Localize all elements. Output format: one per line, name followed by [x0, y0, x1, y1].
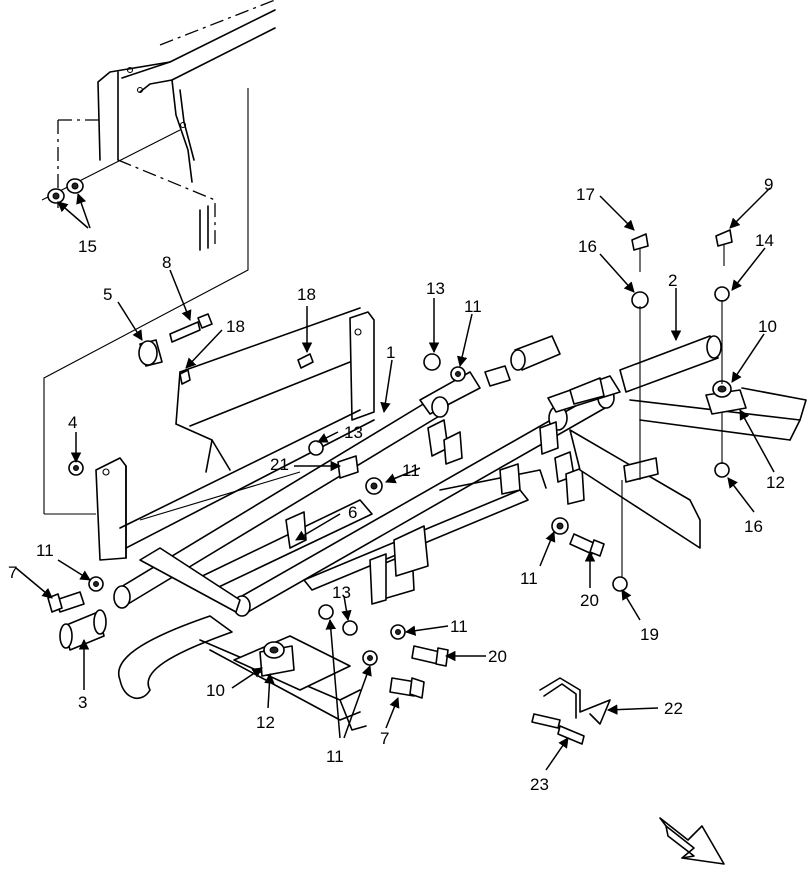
callout-13: 13	[426, 279, 445, 298]
callout-16: 16	[578, 237, 597, 256]
arm-plates	[193, 419, 585, 605]
callout-20: 20	[580, 591, 599, 610]
callout-14: 14	[755, 231, 774, 250]
right-tube-2	[547, 335, 722, 413]
callout-21: 21	[270, 455, 289, 474]
pivot-block-10b	[259, 641, 295, 677]
callout-19: 19	[640, 625, 659, 644]
callout-13: 13	[344, 423, 363, 442]
upper-frame-bracket	[57, 0, 276, 251]
loose-fasteners	[47, 353, 605, 699]
callout-2: 2	[668, 271, 677, 290]
pin-22	[539, 677, 611, 725]
callout-16: 16	[744, 517, 763, 536]
direction-arrow-icon	[659, 817, 725, 865]
callout-17: 17	[576, 185, 595, 204]
callout-22: 22	[664, 699, 683, 718]
nuts-15	[41, 129, 181, 204]
callout-13: 13	[332, 583, 351, 602]
callout-11: 11	[402, 461, 420, 480]
callout-11: 11	[450, 617, 468, 636]
tube-sleeve-upper	[419, 335, 561, 418]
callout-11: 11	[326, 747, 344, 766]
bushing-3	[59, 609, 107, 651]
callout-9: 9	[764, 175, 773, 194]
callout-8: 8	[162, 253, 171, 272]
right-rail-channel	[569, 387, 807, 549]
callout-labels: 15 8 5 18 18 13 11 1 17 9 16 14 2 10 12 …	[8, 175, 785, 794]
callout-23: 23	[530, 775, 549, 794]
hardware-right	[612, 229, 733, 592]
callout-12: 12	[256, 713, 275, 732]
callout-4: 4	[68, 413, 77, 432]
callout-6: 6	[348, 503, 357, 522]
callout-12: 12	[766, 473, 785, 492]
callout-11: 11	[464, 297, 482, 316]
bolts-23	[531, 713, 585, 745]
callout-18: 18	[297, 285, 316, 304]
curved-arm	[117, 547, 367, 731]
small-fittings	[68, 353, 314, 476]
callout-1: 1	[386, 343, 395, 362]
callout-11: 11	[520, 569, 538, 588]
callout-7: 7	[8, 563, 17, 582]
callout-18: 18	[226, 317, 245, 336]
left-bracket	[95, 307, 375, 561]
callout-20: 20	[488, 647, 507, 666]
callout-15: 15	[78, 237, 97, 256]
mounting-plate-outline	[43, 88, 249, 515]
callout-5: 5	[103, 285, 112, 304]
callout-10: 10	[758, 317, 777, 336]
callout-3: 3	[78, 693, 87, 712]
callout-7: 7	[380, 729, 389, 748]
bolt-8	[169, 313, 213, 343]
bushing-5	[138, 339, 163, 367]
callout-10: 10	[206, 681, 225, 700]
callout-11: 11	[36, 541, 54, 560]
leader-lines	[15, 187, 775, 771]
pivot-block-10	[705, 380, 747, 415]
